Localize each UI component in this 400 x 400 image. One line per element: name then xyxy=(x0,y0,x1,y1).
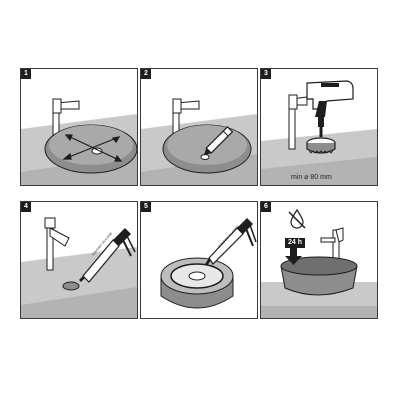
step-panel-5: 5 SANITARY SILICONE xyxy=(140,201,258,319)
drain-hole xyxy=(62,281,80,291)
step-number: 3 xyxy=(261,69,271,79)
drain xyxy=(200,154,210,160)
measure-arrows-icon xyxy=(62,134,123,162)
pencil-icon xyxy=(203,126,234,156)
step-2-illustration xyxy=(141,98,257,185)
step-panel-4: 4 SANITARY SILICONE xyxy=(20,201,138,319)
step-4-illustration xyxy=(21,217,137,318)
step-panel-2: 2 xyxy=(140,68,258,186)
step-number: 5 xyxy=(141,202,151,212)
silicone-gun-icon xyxy=(79,228,136,283)
drain xyxy=(91,147,103,155)
step-1-illustration xyxy=(21,98,137,185)
min-diameter-note: min ⌀ 80 mm xyxy=(291,174,332,181)
step-panel-6: 6 24 h xyxy=(260,201,378,319)
step-panel-1: 1 xyxy=(20,68,138,186)
down-arrow-icon xyxy=(285,244,302,265)
drain xyxy=(188,271,206,281)
cure-time-badge: 24 h xyxy=(285,238,306,248)
step-number: 6 xyxy=(261,202,271,212)
step-5-illustration xyxy=(160,218,257,309)
step-number: 2 xyxy=(141,69,151,79)
basin-upside-down xyxy=(160,257,234,309)
silicone-gun-icon xyxy=(205,218,257,266)
drill-icon xyxy=(306,80,354,137)
no-water-icon xyxy=(288,208,306,229)
basin xyxy=(280,256,358,296)
faucet-icon xyxy=(288,94,308,150)
step-6-illustration xyxy=(261,208,377,318)
step-number: 4 xyxy=(21,202,31,212)
step-panel-3: 3 min ⌀ 80 mm xyxy=(260,68,378,186)
hole-saw-icon xyxy=(306,137,336,154)
step-number: 1 xyxy=(21,69,31,79)
basin xyxy=(44,124,137,174)
step-3-illustration xyxy=(261,80,377,185)
faucet-icon xyxy=(44,217,70,271)
faucet-icon xyxy=(320,227,344,261)
